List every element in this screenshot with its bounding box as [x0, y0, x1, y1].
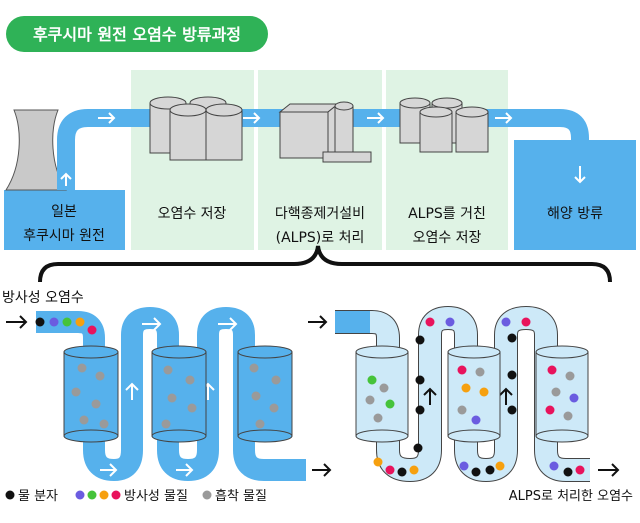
storage-tanks-icon — [399, 97, 489, 153]
output-arrow-icon — [312, 463, 332, 477]
filter-canister — [447, 345, 501, 443]
legend-radioactive: 방사성 물질 — [124, 489, 188, 504]
header-pill — [6, 16, 268, 52]
flow-arrow-icon — [423, 387, 513, 405]
legend-adsorbent: 흡착 물질 — [215, 489, 267, 504]
stage-label-storage: 오염수 저장 — [158, 206, 227, 222]
input-label: 방사성 오염수 — [2, 290, 84, 306]
particles — [35, 317, 585, 477]
stage-label-post-storage-1: ALPS를 거친 — [408, 206, 486, 222]
stage-panel-plant — [4, 190, 125, 250]
stage-label-post-storage-2: 오염수 저장 — [413, 230, 482, 246]
storage-tanks-icon — [149, 96, 243, 161]
header-title: 후쿠시마 원전 오염수 방류과정 — [33, 25, 241, 44]
flow-arrow-icon — [60, 112, 586, 186]
input-arrow-icon — [6, 315, 28, 329]
stage-panel-post-storage — [386, 70, 508, 250]
alps-equipment-icon — [278, 101, 372, 163]
legend: 물 분자 방사성 물질 흡착 물질 — [5, 489, 267, 504]
stage-label-release: 해양 방류 — [547, 206, 603, 222]
output-label: ALPS로 처리한 오염수 — [509, 489, 633, 504]
input-arrow-icon — [308, 315, 328, 329]
filter-canister — [237, 345, 293, 443]
output-arrow-icon — [598, 463, 620, 477]
stage-label-plant-2: 후쿠시마 원전 — [23, 228, 105, 244]
filter-canister — [535, 345, 589, 443]
zoom-brace — [38, 245, 612, 283]
filter-canister — [355, 345, 409, 443]
legend-water: 물 분자 — [18, 489, 58, 504]
stage-label-plant-1: 일본 — [51, 204, 77, 220]
stage-label-alps-2: (ALPS)로 처리 — [276, 230, 365, 246]
filter-canister — [151, 345, 207, 443]
stage-label-alps-1: 다핵종제거설비 — [275, 206, 365, 222]
